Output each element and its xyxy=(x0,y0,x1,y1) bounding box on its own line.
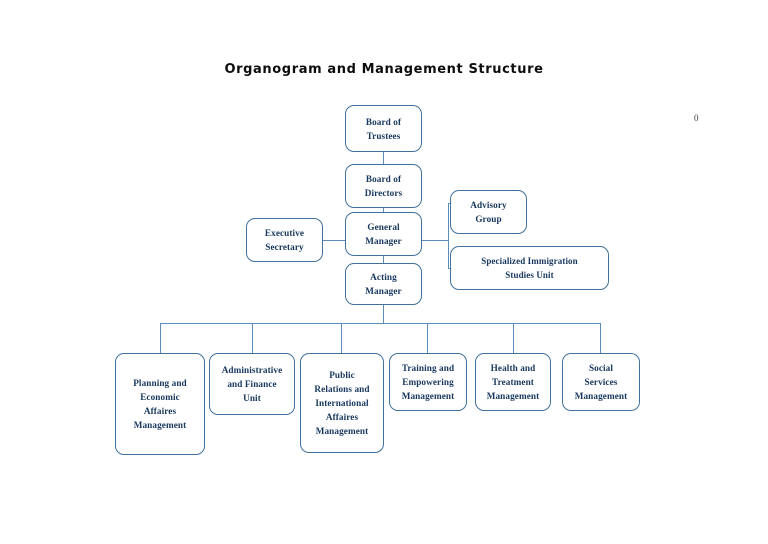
node-line: Management xyxy=(486,391,540,401)
connector-drop-social-services xyxy=(600,323,602,353)
node-line: Public xyxy=(329,370,355,380)
node-line: Health and xyxy=(490,363,536,373)
node-line: Advisory xyxy=(470,200,507,210)
node-line: Trustees xyxy=(366,130,401,141)
node-line: Management xyxy=(133,420,187,430)
node-line: Manager xyxy=(365,236,402,246)
node-line: Board of xyxy=(365,174,402,184)
node-line: Management xyxy=(574,391,628,401)
node-line: Management xyxy=(315,426,369,436)
connector-right-branch-trunk xyxy=(448,203,450,269)
node-executive-secretary[interactable]: Executive Secretary xyxy=(246,218,323,262)
node-advisory-group[interactable]: Advisory Group xyxy=(450,190,527,234)
node-specialized-immigration-studies-unit[interactable]: Specialized Immigration Studies Unit xyxy=(450,246,609,290)
node-line: Secretary xyxy=(265,242,304,252)
connector-drop-health xyxy=(513,323,515,353)
node-board-of-trustees[interactable]: Board of Trustees xyxy=(345,105,422,152)
node-line: Board of xyxy=(365,116,402,127)
connector-drop-public-relations xyxy=(341,323,343,353)
node-line: Affaires xyxy=(325,412,359,422)
node-line: Directors xyxy=(364,188,403,198)
node-line: Studies Unit xyxy=(505,270,554,280)
node-line: Empowering xyxy=(402,377,454,387)
node-line: Relations and xyxy=(314,384,370,394)
node-line: Administrative xyxy=(221,365,283,375)
node-line: General xyxy=(367,222,400,232)
node-line: Management xyxy=(401,391,455,401)
node-line: Services xyxy=(584,377,618,387)
node-line: Social xyxy=(588,363,614,373)
connector-acting-manager-to-bus xyxy=(383,305,385,323)
node-training-and-empowering-management[interactable]: Training and Empowering Management xyxy=(389,353,467,411)
connector-general-manager-to-executive-secretary xyxy=(322,240,346,242)
node-general-manager[interactable]: General Manager xyxy=(345,212,422,256)
node-line: and Finance xyxy=(227,379,277,389)
connector-drop-planning xyxy=(160,323,162,353)
node-line: Acting xyxy=(370,272,397,282)
node-line: Planning and xyxy=(133,378,187,388)
node-social-services-management[interactable]: Social Services Management xyxy=(562,353,640,411)
node-line: Training and xyxy=(401,363,455,373)
connector-drop-administrative xyxy=(252,323,254,353)
node-line: International xyxy=(315,398,369,408)
node-line: Treatment xyxy=(492,377,534,387)
node-administrative-and-finance-unit[interactable]: Administrative and Finance Unit xyxy=(209,353,295,415)
connector-department-bus xyxy=(160,323,601,325)
connector-general-manager-to-acting-manager xyxy=(383,256,385,268)
node-board-of-directors[interactable]: Board of Directors xyxy=(345,164,422,208)
node-line: Affaires xyxy=(143,406,177,416)
node-line: Economic xyxy=(140,392,180,402)
node-line: Executive xyxy=(264,228,305,238)
node-line: Unit xyxy=(243,393,261,403)
node-line: Group xyxy=(475,214,502,224)
node-line: Manager xyxy=(365,286,402,296)
page-number-marker: 0 xyxy=(694,113,699,123)
node-planning-and-economic-affaires-management[interactable]: Planning and Economic Affaires Managemen… xyxy=(115,353,205,455)
node-health-and-treatment-management[interactable]: Health and Treatment Management xyxy=(475,353,551,411)
connector-drop-training xyxy=(427,323,429,353)
node-acting-manager[interactable]: Acting Manager xyxy=(345,263,422,305)
node-line: Specialized Immigration xyxy=(481,256,578,266)
connector-trunk-to-advisory-group xyxy=(448,203,451,205)
connector-general-manager-to-right-branch xyxy=(421,240,448,242)
page-title: Organogram and Management Structure xyxy=(224,62,544,77)
connector-trustees-to-directors xyxy=(383,152,385,164)
node-public-relations-and-international-affaires-management[interactable]: Public Relations and International Affai… xyxy=(300,353,384,453)
connector-trunk-to-specialized-unit xyxy=(448,268,451,270)
